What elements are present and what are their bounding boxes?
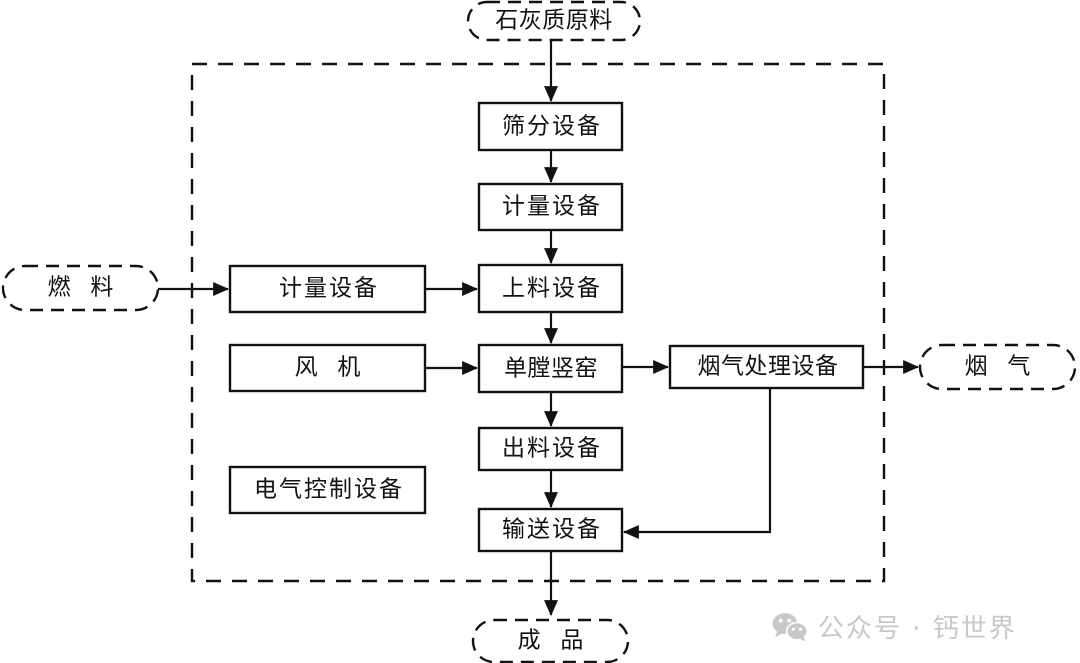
single-chamber-shaft-kiln-label: 单膛竖窑	[504, 355, 598, 380]
connectors	[158, 41, 919, 616]
conveying-equipment-label: 输送设备	[502, 516, 602, 541]
metering-equipment-material-label: 计量设备	[502, 193, 602, 218]
wechat-watermark: 公众号 · 钙世界	[772, 608, 1017, 645]
electrical-control-equipment-label: 电气控制设备	[254, 476, 404, 501]
finished-product-label: 成 品	[518, 627, 591, 652]
flue-gas-treatment-equipment-label: 烟气处理设备	[698, 353, 839, 378]
node-feeding-equipment[interactable]: 上料设备	[477, 263, 624, 314]
discharge-equipment-label: 出料设备	[502, 435, 602, 460]
node-flue-gas[interactable]: 烟 气	[918, 343, 1077, 391]
raw-material-shape	[466, 0, 642, 42]
blower-fan-label: 风 机	[295, 354, 368, 379]
metering-equipment-material-shape	[477, 182, 624, 232]
fuel-shape	[1, 264, 160, 312]
node-discharge-equipment[interactable]: 出料设备	[477, 426, 624, 472]
screening-equipment-label: 筛分设备	[502, 113, 602, 138]
finished-product-shape	[471, 618, 630, 663]
node-conveying-equipment[interactable]: 输送设备	[477, 507, 624, 553]
electrical-control-equipment-shape	[228, 465, 427, 515]
node-flue-gas-treatment-equipment[interactable]: 烟气处理设备	[668, 344, 865, 390]
flue-gas-label: 烟 气	[965, 353, 1038, 378]
node-metering-equipment-material[interactable]: 计量设备	[477, 182, 624, 232]
blower-fan-shape	[228, 343, 427, 393]
node-single-chamber-shaft-kiln[interactable]: 单膛竖窑	[477, 343, 624, 394]
metering-equipment-fuel-shape	[228, 264, 427, 314]
wechat-icon	[772, 612, 808, 642]
flue-gas-shape	[918, 343, 1077, 391]
raw-material-label: 石灰质原料	[495, 7, 613, 32]
watermark-text: 公众号 · 钙世界	[818, 614, 1017, 644]
node-fuel[interactable]: 燃 料	[1, 264, 160, 312]
conveying-equipment-shape	[477, 507, 624, 553]
feeding-equipment-label: 上料设备	[502, 275, 602, 300]
node-metering-equipment-fuel[interactable]: 计量设备	[228, 264, 427, 314]
system-boundary	[190, 62, 886, 583]
single-chamber-shaft-kiln-shape	[477, 343, 624, 394]
node-electrical-control-equipment[interactable]: 电气控制设备	[228, 465, 427, 515]
metering-equipment-fuel-label: 计量设备	[279, 275, 379, 300]
edge-flue-treatment-to-conveying	[623, 388, 772, 539]
node-finished-product[interactable]: 成 品	[471, 618, 630, 663]
node-blower-fan[interactable]: 风 机	[228, 343, 427, 393]
node-raw-material[interactable]: 石灰质原料	[466, 0, 642, 42]
fuel-label: 燃 料	[48, 274, 121, 299]
flue-gas-treatment-equipment-shape	[668, 344, 865, 390]
feeding-equipment-shape	[477, 263, 624, 314]
discharge-equipment-shape	[477, 426, 624, 472]
node-screening-equipment[interactable]: 筛分设备	[477, 101, 624, 152]
screening-equipment-shape	[477, 101, 624, 152]
